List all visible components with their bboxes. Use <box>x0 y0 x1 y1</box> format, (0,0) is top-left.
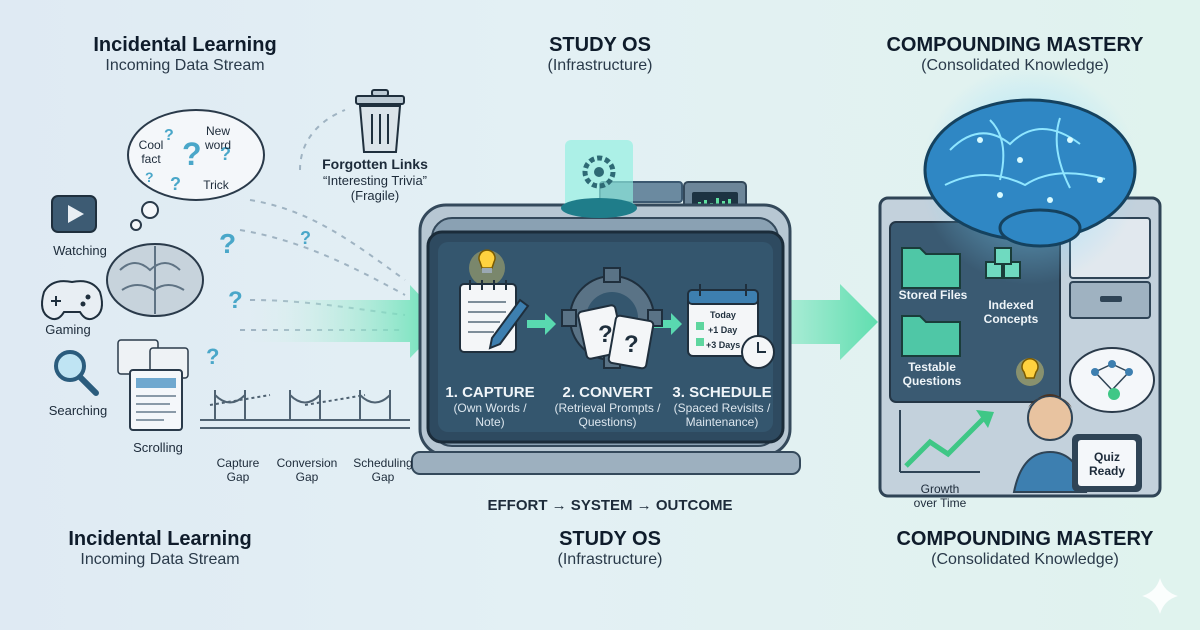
step-convert-title: 2. CONVERT <box>562 384 653 401</box>
sparkle-icon <box>1142 578 1178 614</box>
forgotten-title: Forgotten Links <box>322 156 428 172</box>
trash-can-icon <box>355 89 405 153</box>
forgotten-line1: “Interesting Trivia” <box>322 172 428 188</box>
bubble-new-word: New word <box>204 124 231 153</box>
schedule-calendar-icon <box>687 284 775 369</box>
bottom-middle-subtitle: (Infrastructure) <box>557 551 663 568</box>
middle-column-title: STUDY OS <box>549 34 651 56</box>
testable-questions-label: Testable Questions <box>902 360 962 389</box>
stored-files-label: Stored Files <box>898 288 968 302</box>
brain-icon-left <box>106 243 204 317</box>
svg-text:?: ? <box>228 287 243 314</box>
network-bubble <box>1069 347 1155 413</box>
play-icon <box>51 195 97 233</box>
middle-column-subtitle: (Infrastructure) <box>547 57 653 74</box>
growth-label: Growth over Time <box>913 482 967 511</box>
left-column-subtitle: Incoming Data Stream <box>105 57 265 74</box>
svg-text:?: ? <box>219 228 236 259</box>
source-searching: Searching <box>48 403 108 418</box>
bottom-right-subtitle: (Consolidated Knowledge) <box>931 551 1119 568</box>
question-marks: ? ? ? ? ? ? ? ? ? <box>145 127 311 369</box>
calendar-plus3: +3 Days <box>706 340 741 350</box>
source-gaming: Gaming <box>45 322 91 337</box>
bubble-trick: Trick <box>203 178 229 192</box>
svg-text:?: ? <box>164 127 174 144</box>
step-arrows <box>527 313 682 335</box>
indexed-concepts-label: Indexed Concepts <box>983 298 1039 327</box>
quiz-tablet <box>1072 434 1142 492</box>
growth-chart-icon <box>899 410 994 473</box>
svg-text:?: ? <box>300 228 311 248</box>
thought-cloud <box>127 109 265 231</box>
svg-text:?: ? <box>170 174 181 194</box>
flow-caption: EFFORT → SYSTEM → OUTCOME <box>487 497 733 514</box>
convert-gear-icon: ? ? <box>561 267 663 370</box>
bottom-left-title: Incidental Learning <box>68 528 252 550</box>
step-convert-desc: (Retrieval Prompts / Questions) <box>554 401 661 430</box>
svg-text:?: ? <box>220 144 231 164</box>
calendar-today: Today <box>710 310 736 320</box>
cubes-icon <box>985 247 1021 279</box>
gamepad-icon <box>41 280 103 321</box>
step-schedule-title: 3. SCHEDULE <box>672 384 772 401</box>
step-capture-desc: (Own Words / Note) <box>453 401 527 430</box>
step-schedule-desc: (Spaced Revisits / Maintenance) <box>673 401 771 430</box>
bottom-middle-title: STUDY OS <box>559 528 661 550</box>
gap-scheduling: Scheduling Gap <box>353 456 413 485</box>
brain-icon-right <box>923 98 1137 248</box>
forgotten-line2: (Fragile) <box>350 188 400 204</box>
calendar-plus1: +1 Day <box>708 325 738 335</box>
svg-text:?: ? <box>206 344 219 369</box>
source-watching: Watching <box>53 243 107 258</box>
source-scrolling: Scrolling <box>133 440 183 455</box>
scrolling-screens-icon <box>117 339 189 431</box>
right-column-title: COMPOUNDING MASTERY <box>886 34 1144 56</box>
magnifier-icon <box>54 350 99 396</box>
bottom-left-subtitle: Incoming Data Stream <box>80 551 240 568</box>
gap-capture: Capture Gap <box>216 456 260 485</box>
person-avatar <box>1012 394 1088 493</box>
incoming-arrow <box>250 285 445 358</box>
bottom-right-title: COMPOUNDING MASTERY <box>896 528 1154 550</box>
svg-text:?: ? <box>145 169 154 185</box>
lightbulb-icon <box>1016 357 1044 386</box>
svg-text:?: ? <box>182 136 202 172</box>
left-column-title: Incidental Learning <box>93 34 277 56</box>
capture-notepad-icon <box>459 249 530 353</box>
bubble-cool-fact: Cool fact <box>138 138 164 167</box>
gap-conversion: Conversion Gap <box>276 456 338 485</box>
svg-text:?: ? <box>598 321 613 348</box>
quiz-ready-label: Quiz Ready <box>1088 450 1126 479</box>
step-capture-title: 1. CAPTURE <box>445 384 535 401</box>
broken-bridges-icon <box>200 390 410 429</box>
folder-icons <box>901 247 961 357</box>
svg-text:?: ? <box>624 331 639 358</box>
